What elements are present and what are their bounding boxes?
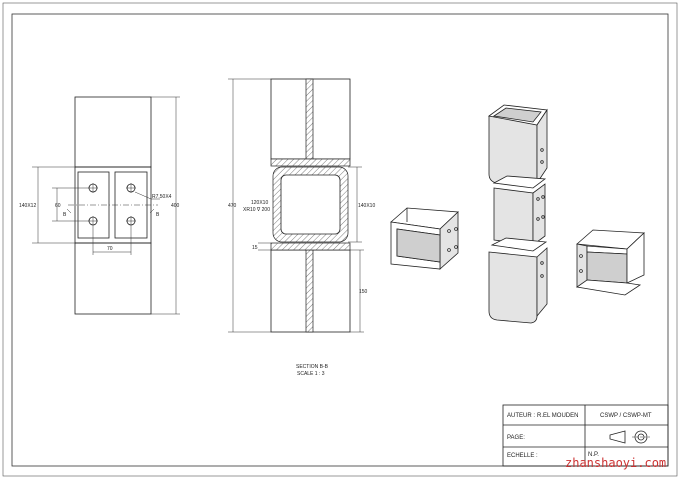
page-label: PAGE: [507,435,525,441]
iso-assembled-column [488,104,548,324]
iso-open-connector [575,229,645,296]
dim-150: 150 [359,289,368,295]
dim-15: 15 [252,245,258,251]
bolt-hole-1 [88,183,98,193]
author-name: R.EL MOUDEN [537,413,578,419]
drawing-code: CSWP / CSWP-MT [600,413,652,419]
dim-140: 140X10 [358,203,375,209]
front-dimensions: 140X12 60 70 400 R7.50X4 B B [19,96,180,315]
dim-400: 400 [171,203,180,209]
dim-tube: 120X10 [251,200,268,206]
dim-plate: 140X12 [19,203,36,209]
section-caption: SECTION B-B [296,364,329,370]
end-plate-upper [270,158,351,167]
author-label: AUTEUR : [507,413,535,419]
projection-symbol [609,430,650,444]
dim-fillet: XR10 ∇ 200 [243,207,270,213]
end-plate-lower [270,242,351,251]
section-scale: SCALE 1 : 3 [297,371,325,377]
dim-470: 470 [228,203,237,209]
weld-seam-upper [305,78,314,160]
watermark: zhanshaoyi.com [565,456,666,470]
section-view: 470 120X10 XR10 ∇ 200 140X10 15 150 SECT… [228,78,375,377]
column-lower [74,242,152,315]
np-label: N.P. [588,452,599,458]
tube-inner [280,174,341,235]
title-block: AUTEUR : R.EL MOUDEN CSWP / CSWP-MT PAGE… [502,404,669,467]
dim-70: 70 [107,246,113,252]
bolt-hole-4 [126,216,136,226]
iso-splice-connector [390,207,459,270]
front-view: 140X12 60 70 400 R7.50X4 B B [19,96,180,315]
dim-bolt: R7.50X4 [152,194,172,200]
bolt-hole-3 [88,216,98,226]
bolt-hole-2 [126,183,136,193]
scale-label: ECHELLE : [507,453,538,459]
section-mark-left: B [63,212,67,218]
column-upper [74,96,152,168]
section-mark-right: B [156,212,160,218]
weld-seam-lower [305,249,314,333]
dim-60: 60 [55,203,61,209]
inner-border [11,13,669,467]
section-dimensions: 470 120X10 XR10 ∇ 200 140X10 15 150 [228,78,375,333]
